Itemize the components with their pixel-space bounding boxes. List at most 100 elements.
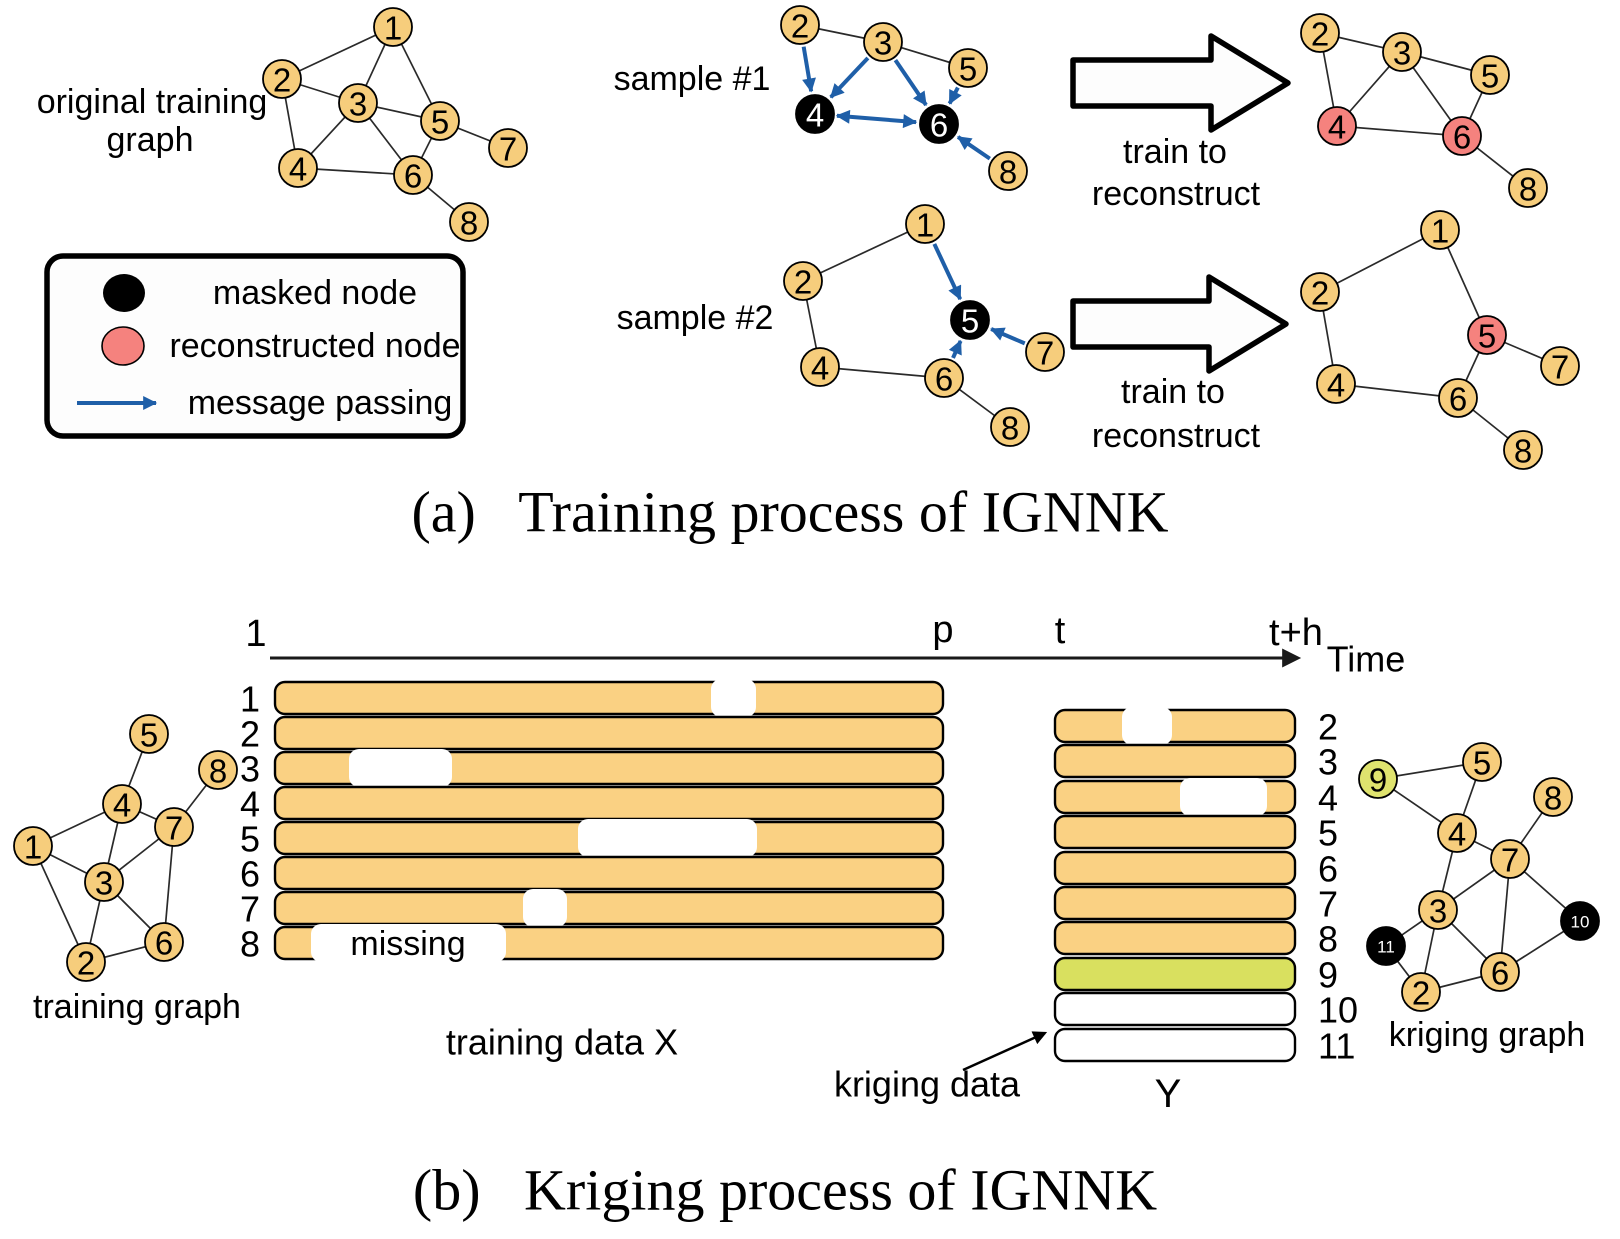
node-number: 5 — [1481, 58, 1499, 95]
node-number: 4 — [113, 787, 131, 824]
original-training-graph-node-5: 5 — [420, 101, 460, 141]
train-arrow-1 — [1070, 33, 1291, 133]
node-circle-plain — [84, 862, 124, 902]
kriging-data-matrix-row-9-label: 9 — [1318, 955, 1338, 996]
training-graph-node-5: 5 — [129, 714, 169, 754]
training-graph-node-1: 1 — [13, 826, 53, 866]
train-arrow-2-label-line1: train to — [1121, 373, 1225, 411]
kriging-data-matrix-row-7 — [1053, 885, 1297, 921]
training-data-matrix-row-3-label: 3 — [240, 749, 260, 790]
kriging-graph-node-2: 2 — [1401, 972, 1441, 1012]
kriging-data-matrix-row-5 — [1053, 814, 1297, 850]
sample2-graph-node-4: 4 — [800, 347, 840, 387]
reconstructed-node-swatch — [101, 326, 145, 366]
kriging-data-arrow — [962, 1031, 1048, 1072]
training-data-matrix-row-7-label: 7 — [240, 889, 260, 930]
time-axis-start-label: 1 — [245, 613, 266, 655]
node-circle-plain — [420, 101, 460, 141]
reconstructed1-graph-node-8: 8 — [1508, 168, 1548, 208]
node-number: 8 — [1514, 433, 1532, 470]
node-number: 8 — [1519, 171, 1537, 208]
kriging-graph-node-3: 3 — [1418, 890, 1458, 930]
node-circle-plain — [1382, 32, 1422, 72]
legend-reconstructed-label: reconstructed node — [169, 327, 460, 365]
node-number: 4 — [806, 97, 824, 134]
node-number: 1 — [916, 207, 934, 244]
node-circle-reconstructed — [1442, 116, 1482, 156]
node-number: 7 — [1036, 335, 1054, 372]
node-circle-plain — [1490, 839, 1530, 879]
sample1-label: sample #1 — [614, 60, 771, 98]
original-training-graph-node-8: 8 — [449, 202, 489, 242]
node-number: 8 — [999, 154, 1017, 191]
node-number: 5 — [961, 303, 979, 340]
node-circle-plain — [1438, 378, 1478, 418]
sample2-graph-node-2: 2 — [783, 261, 823, 301]
node-number: 6 — [404, 158, 422, 195]
node-number: 4 — [289, 151, 307, 188]
node-circle-plain — [1300, 13, 1340, 53]
reconstructed1-graph-node-6: 6 — [1442, 116, 1482, 156]
kriging-data-matrix-row-6-label: 6 — [1318, 849, 1338, 890]
kriging-data-matrix-row-8-label: 8 — [1318, 919, 1338, 960]
node-circle-plain — [800, 347, 840, 387]
node-number: 11 — [1377, 938, 1395, 957]
sample2-graph-node-6: 6 — [924, 358, 964, 398]
kriging-data-matrix-row-2-label: 2 — [1318, 707, 1338, 748]
node-number: 6 — [930, 107, 948, 144]
training-data-matrix-row-8-label: 8 — [240, 924, 260, 965]
reconstructed1-graph-node-3: 3 — [1382, 32, 1422, 72]
node-number: 8 — [209, 753, 227, 790]
node-circle-plain — [1508, 168, 1548, 208]
reconstructed2-graph-node-1: 1 — [1420, 210, 1460, 250]
node-number: 3 — [1429, 893, 1447, 930]
message-passing-arrow-5-6 — [947, 86, 962, 105]
node-number: 3 — [349, 86, 367, 123]
reconstructed1-graph-node-5: 5 — [1470, 55, 1510, 95]
sample2-graph-edge-4-6 — [819, 366, 945, 379]
node-circle-plain — [449, 202, 489, 242]
node-number: 3 — [874, 25, 892, 62]
node-circle-masked — [795, 94, 835, 134]
reconstructed2-graph-edge-1-2 — [1319, 229, 1441, 293]
node-number: 6 — [1449, 381, 1467, 418]
training-data-matrix-row-5-missing-gap — [578, 819, 757, 857]
message-passing-arrow-6-5 — [948, 339, 963, 359]
node-circle-plain — [1540, 346, 1580, 386]
reconstructed2-graph-node-6: 6 — [1438, 378, 1478, 418]
kriging-graph-label: kriging graph — [1389, 1016, 1586, 1054]
kriging-data-label: kriging data — [834, 1064, 1021, 1105]
kriging-data-matrix-row-4-missing-gap — [1180, 778, 1267, 816]
kriging-data-matrix-row-2 — [1053, 708, 1297, 744]
training-graph-node-8: 8 — [198, 750, 238, 790]
original-training-graph-edge-1-2 — [281, 26, 394, 80]
node-number: 8 — [1544, 780, 1562, 817]
training-graph-label: training graph — [33, 988, 241, 1026]
training-data-matrix-row-7-missing-gap — [523, 889, 567, 927]
node-circle-plain — [278, 148, 318, 188]
original-graph-label-line2: graph — [107, 121, 194, 159]
node-circle-plain — [988, 151, 1028, 191]
node-circle-plain — [780, 5, 820, 45]
sample1-graph-node-2: 2 — [780, 5, 820, 45]
node-number: 2 — [791, 8, 809, 45]
sample2-graph-edge-1-2 — [802, 223, 926, 282]
node-circle-masked — [1366, 926, 1406, 966]
node-number: 2 — [77, 945, 95, 982]
training-data-matrix-row-8-missing-gap — [311, 924, 506, 962]
original-graph-label-line1: original training — [37, 83, 268, 121]
message-passing-arrow-1-5 — [932, 243, 963, 301]
reconstructed1-graph-node-4: 4 — [1317, 106, 1357, 146]
message-passing-arrow-7-5 — [990, 327, 1026, 346]
training-graph-node-2: 2 — [66, 942, 106, 982]
node-number: 6 — [155, 925, 173, 962]
node-number: 1 — [384, 10, 402, 47]
reconstructed2-graph-node-7: 7 — [1540, 346, 1580, 386]
kriging-graph-node-5: 5 — [1462, 742, 1502, 782]
node-number: 7 — [1501, 842, 1519, 879]
node-circle-masked — [1560, 901, 1600, 941]
sample2-graph-node-7: 7 — [1025, 332, 1065, 372]
